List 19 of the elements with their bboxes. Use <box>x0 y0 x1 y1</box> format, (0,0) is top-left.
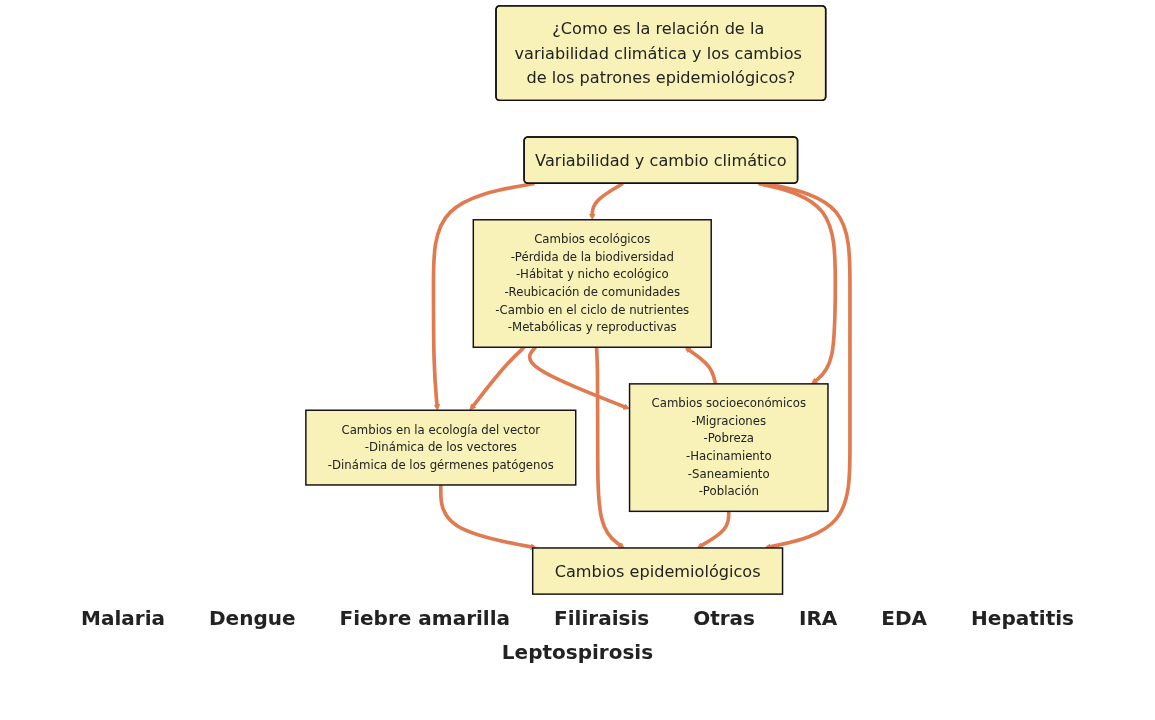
arrow <box>431 181 535 411</box>
arrow <box>527 346 630 410</box>
disease-label: Filiraisis <box>554 606 650 630</box>
disease-label: Dengue <box>209 606 296 630</box>
node-box: Cambios epidemiológicos <box>531 547 783 595</box>
disease-label: Otras <box>693 606 755 630</box>
disease-label: Hepatitis <box>971 606 1074 630</box>
arrow <box>594 347 625 549</box>
disease-label: Fiebre amarilla <box>339 606 511 630</box>
arrow <box>438 484 537 551</box>
disease-label: Malaria <box>81 606 165 630</box>
disease-label: IRA <box>799 606 838 630</box>
arrow <box>696 511 731 549</box>
node-box: Cambios ecológicos -Pérdida de la biodiversidad -Hábitat y nicho ecológico -Reubicación de comunidades -Cambio en el ciclo de nutrientes -Metabólicas y reproductivas <box>472 219 712 348</box>
node-box: Cambios socioeconómicos -Migraciones -Pobreza -Hacinamiento -Saneamiento -Población <box>628 383 829 513</box>
node-box: Cambios en la ecología del vector -Dinámica de los vectores -Dinámica de los gérmenes patógenos <box>304 409 577 486</box>
disease-label: EDA <box>881 606 928 630</box>
disease-label: Leptospirosis <box>501 640 654 664</box>
arrow <box>684 346 717 385</box>
